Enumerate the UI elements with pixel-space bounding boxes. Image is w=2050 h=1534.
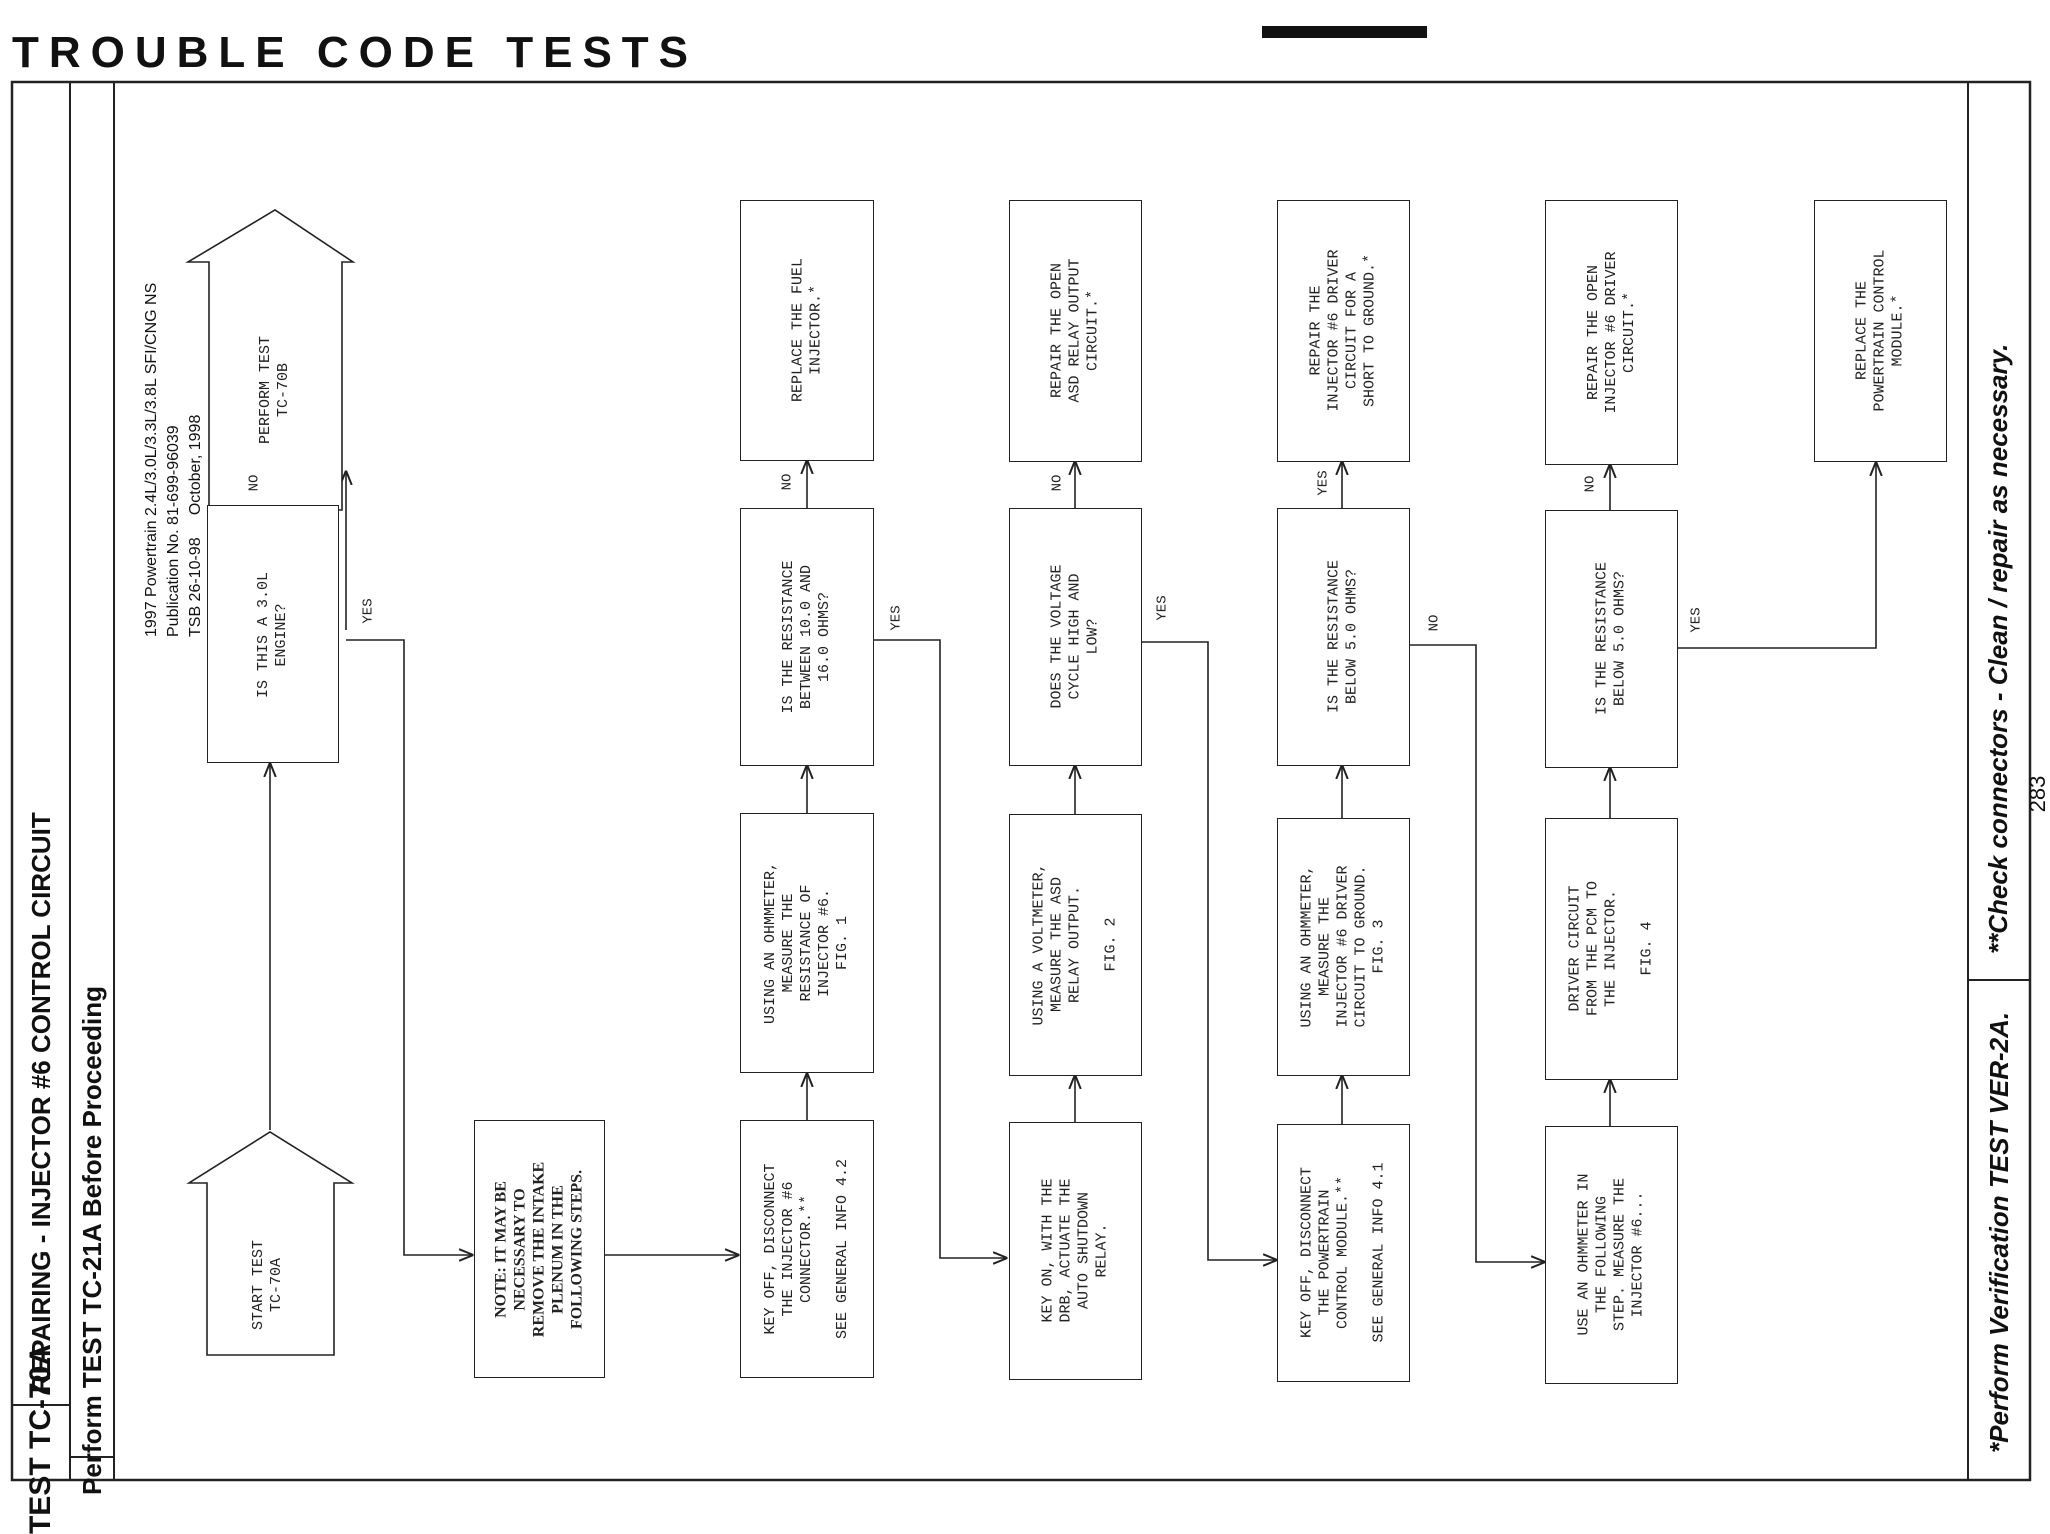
test-title: REPAIRING - INJECTOR #6 CONTROL CIRCUIT	[25, 812, 56, 1393]
step6-node[interactable]: USING AN OHMMETER, MEASURE THE INJECTOR …	[1298, 865, 1387, 1028]
footer-left: *Perform Verification TEST VER-2A.	[1983, 1011, 2014, 1453]
step2-node[interactable]: USING AN OHMMETER, MEASURE THE RESISTANC…	[762, 861, 851, 1025]
step1-node[interactable]: KEY OFF, DISCONNECT THE INJECTOR #6 CONN…	[762, 1158, 851, 1340]
note-node: NOTE: IT MAY BE NECESSARY TO REMOVE THE …	[492, 1161, 586, 1338]
label-no-q2: NO	[1049, 474, 1066, 492]
publication-line2: Publication No. 81-699-96039	[165, 425, 182, 637]
r4-node[interactable]: REPAIR THE OPEN INJECTOR #6 DRIVER CIRCU…	[1584, 251, 1638, 414]
q-engine-box	[207, 505, 339, 763]
page-number: 283	[2025, 775, 2050, 813]
step4-node[interactable]: USING A VOLTMETER, MEASURE THE ASD RELAY…	[1030, 863, 1119, 1026]
label-yes-engine: YES	[360, 598, 377, 624]
label-no-q4: NO	[1582, 475, 1599, 493]
step1-box	[740, 1120, 874, 1378]
step3-box	[1009, 1122, 1142, 1380]
label-yes-q3: YES	[1315, 470, 1332, 496]
q2-box	[1009, 508, 1142, 766]
publication-line3: TSB 26-10-98 October, 1998	[187, 414, 204, 637]
r5-box	[1814, 200, 1947, 462]
q-engine-node[interactable]: IS THIS A 3.0L ENGINE?	[255, 571, 290, 699]
section-title: TROUBLE CODE TESTS	[12, 28, 699, 77]
q4-node[interactable]: IS THE RESISTANCE BELOW 5.0 OHMS?	[1593, 561, 1628, 716]
r1-box	[740, 200, 874, 461]
perform-node[interactable]: PERFORM TEST TC-70B	[257, 335, 292, 445]
r3-node[interactable]: REPAIR THE INJECTOR #6 DRIVER CIRCUIT FO…	[1307, 249, 1378, 412]
label-no-engine: NO	[246, 474, 263, 492]
label-no-q1: NO	[779, 473, 796, 491]
r3-box	[1277, 200, 1410, 462]
publication-info: 1997 Powertrain 2.4L/3.0L/3.3L/3.8L SFI/…	[136, 237, 212, 637]
label-no-q3: NO	[1426, 614, 1443, 632]
subtitle: Perform TEST TC-21A Before Proceeding	[76, 985, 107, 1495]
r2-box	[1009, 200, 1142, 462]
publication-line1: 1997 Powertrain 2.4L/3.0L/3.3L/3.8L SFI/…	[143, 282, 160, 637]
q3-box	[1277, 508, 1410, 766]
step7-box	[1545, 1126, 1678, 1384]
label-yes-q4: YES	[1688, 607, 1705, 633]
q2-node[interactable]: DOES THE VOLTAGE CYCLE HIGH AND LOW?	[1048, 564, 1101, 709]
step2-box	[740, 813, 874, 1073]
r1-node[interactable]: REPLACE THE FUEL INJECTOR.*	[789, 257, 825, 403]
label-yes-q2: YES	[1154, 595, 1171, 621]
q4-box	[1545, 510, 1678, 768]
header-bar	[1262, 26, 1427, 38]
r5-node[interactable]: REPLACE THE POWERTRAIN CONTROL MODULE.*	[1853, 249, 1906, 412]
step7-node[interactable]: USE AN OHMMETER IN THE FOLLOWING STEP. M…	[1575, 1173, 1646, 1336]
step8-box	[1545, 818, 1678, 1080]
start-node[interactable]: START TEST TC-70A	[250, 1240, 285, 1331]
step4-box	[1009, 814, 1142, 1076]
q1-node[interactable]: IS THE RESISTANCE BETWEEN 10.0 AND 16.0 …	[780, 560, 833, 714]
q3-node[interactable]: IS THE RESISTANCE BELOW 5.0 OHMS?	[1325, 559, 1360, 714]
step3-node[interactable]: KEY ON, WITH THE DRB, ACTUATE THE AUTO S…	[1039, 1178, 1110, 1323]
q1-box	[740, 508, 874, 766]
label-yes-q1: YES	[888, 605, 905, 631]
footer-right: **Check connectors - Clean / repair as n…	[1982, 343, 2013, 954]
r2-node[interactable]: REPAIR THE OPEN ASD RELAY OUTPUT CIRCUIT…	[1048, 258, 1101, 403]
step5-node[interactable]: KEY OFF, DISCONNECT THE POWERTRAIN CONTR…	[1298, 1162, 1387, 1343]
r4-box	[1545, 200, 1678, 465]
step6-box	[1277, 818, 1410, 1076]
note-box	[474, 1120, 605, 1378]
step5-box	[1277, 1124, 1410, 1382]
step8-node[interactable]: DRIVER CIRCUIT FROM THE PCM TO THE INJEC…	[1566, 880, 1655, 1017]
